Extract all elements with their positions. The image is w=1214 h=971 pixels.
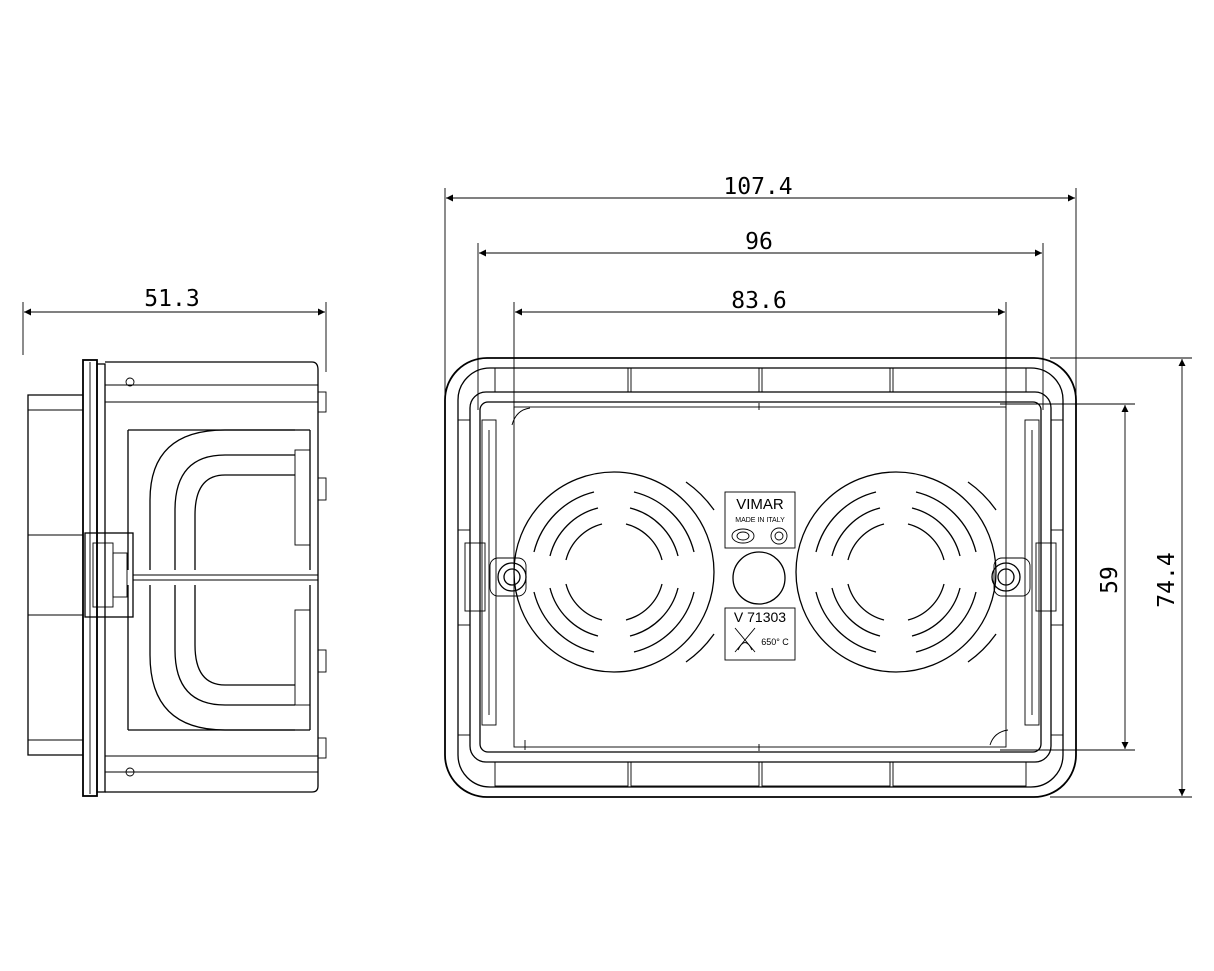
imq-mark-icon	[731, 528, 755, 544]
right-knockout-icon	[795, 471, 997, 673]
side-knockout-upper	[127, 429, 327, 570]
brand-label: VIMAR	[736, 496, 784, 513]
made-in-label: MADE IN ITALY	[735, 517, 785, 524]
front-rim-ribs-sides	[457, 419, 1064, 736]
model-label: V 71303	[734, 609, 786, 625]
temperature-label: 650° C	[761, 637, 789, 647]
dim-overall-width: 107.4	[444, 174, 1077, 400]
dim-fixing-centres: 96	[477, 229, 1044, 410]
ce-mark-icon	[770, 527, 788, 545]
dim-inner-height-label: 59	[1097, 566, 1123, 594]
right-screw-hole-icon	[991, 557, 1031, 597]
dim-inner-height: 59	[1000, 403, 1135, 751]
side-body	[105, 361, 319, 793]
side-knockout-lower	[127, 585, 327, 731]
glow-wire-icon	[734, 627, 756, 653]
left-knockout-icon	[513, 471, 715, 673]
model-plate: V 71303 650° C	[724, 607, 796, 661]
front-side-tabs	[481, 419, 1040, 726]
dim-overall-height-label: 74.4	[1154, 552, 1180, 607]
centre-hole-icon	[732, 551, 786, 605]
left-screw-hole-icon	[489, 557, 527, 597]
front-rim-ribs-bottom	[494, 761, 1027, 787]
front-rim-ribs-top	[494, 367, 1027, 393]
front-outer-frame	[444, 357, 1077, 798]
dim-side-depth: 51.3	[22, 286, 327, 372]
side-view: 51.3	[22, 286, 327, 797]
dim-overall-width-label: 107.4	[723, 174, 792, 200]
front-view: 107.4 96 83.6 59 74.4	[444, 174, 1192, 798]
brand-plate: VIMAR MADE IN ITALY	[724, 491, 796, 549]
dim-overall-height: 74.4	[1050, 357, 1192, 798]
dim-side-depth-label: 51.3	[144, 286, 199, 312]
front-inner-cavity	[479, 401, 1042, 753]
dim-inner-width-label: 83.6	[731, 288, 786, 314]
dim-fixing-centres-label: 96	[745, 229, 773, 255]
side-clip	[84, 532, 134, 618]
